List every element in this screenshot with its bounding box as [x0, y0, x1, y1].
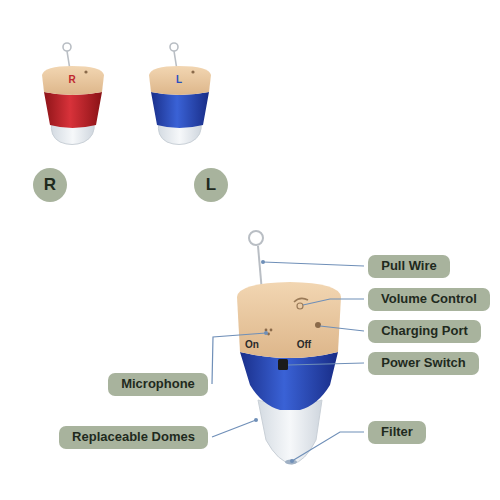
microphone-hole	[270, 329, 273, 332]
pull-ring	[63, 43, 71, 51]
shell	[44, 92, 102, 128]
label-text: Replaceable Domes	[72, 430, 195, 444]
label-text: R	[44, 176, 56, 195]
leader-line	[263, 262, 364, 266]
switch-mark: On	[245, 340, 259, 350]
side-mark: L	[176, 75, 182, 85]
leader-dot	[254, 418, 258, 422]
port	[84, 70, 87, 73]
leader-line	[320, 326, 364, 331]
switch-mark: Off	[297, 340, 311, 350]
part-label: Power Switch	[368, 352, 479, 375]
charging-port	[315, 322, 321, 328]
label-text: Filter	[381, 425, 413, 439]
label-text: Microphone	[121, 377, 195, 391]
leader-line	[292, 432, 364, 461]
large-hearing-aid	[237, 231, 341, 465]
leader-line	[303, 299, 364, 305]
part-label: Pull Wire	[368, 255, 450, 278]
leader-dot	[290, 459, 294, 463]
part-label: Replaceable Domes	[59, 426, 208, 449]
leader-line	[212, 420, 256, 437]
volume-control-mark	[294, 298, 308, 302]
label-text: Charging Port	[381, 324, 468, 338]
faceplate	[237, 282, 341, 358]
leader-line	[288, 363, 364, 365]
filter-tip	[285, 460, 297, 465]
side-badge: R	[33, 168, 67, 202]
pull-ring	[170, 43, 178, 51]
shell	[151, 92, 209, 128]
port	[191, 70, 194, 73]
pull-ring	[249, 231, 263, 245]
label-text: Volume Control	[381, 292, 477, 306]
side-badge: L	[194, 168, 228, 202]
leader-dot	[261, 260, 265, 264]
part-label: Filter	[368, 421, 426, 444]
power-switch	[278, 359, 288, 370]
part-label: Microphone	[108, 373, 208, 396]
label-text: L	[206, 176, 216, 195]
label-text: Power Switch	[381, 356, 466, 370]
faceplate	[149, 66, 211, 95]
volume-control	[297, 303, 303, 309]
leader-dot	[264, 331, 268, 335]
leader-lines	[212, 262, 364, 461]
left-hearing-aid	[149, 43, 211, 145]
part-label: Volume Control	[368, 288, 490, 311]
leader-line	[212, 333, 266, 384]
side-mark: R	[68, 75, 75, 85]
right-hearing-aid	[42, 43, 104, 145]
leader-dots	[254, 260, 294, 463]
label-text: Pull Wire	[381, 259, 437, 273]
microphone-hole	[265, 329, 268, 332]
part-label: Charging Port	[368, 320, 481, 343]
faceplate	[42, 66, 104, 95]
shell	[240, 352, 338, 410]
